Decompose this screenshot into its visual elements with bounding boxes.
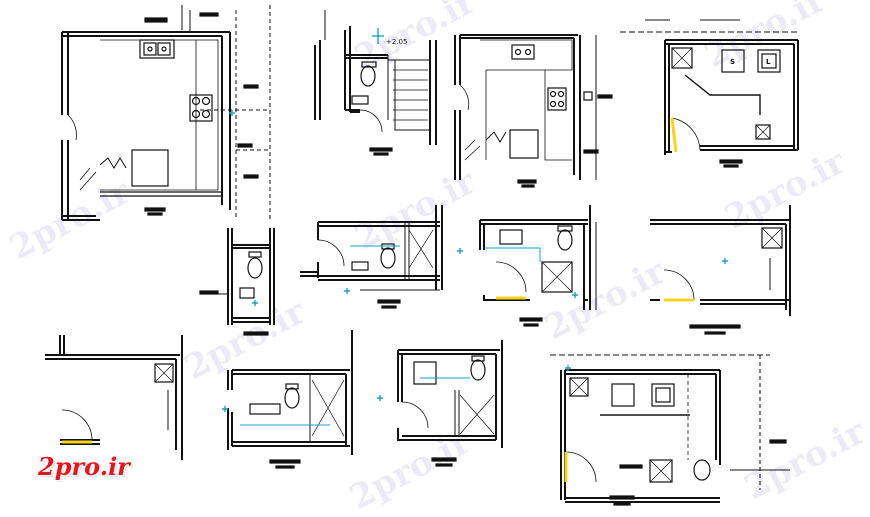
fixture-markers (222, 110, 728, 412)
bathroom-plan-1: S L (620, 19, 800, 168)
room-plan-empty-1 (650, 205, 791, 335)
toilet-plan-narrow (199, 228, 275, 336)
kitchen-plan-1 (61, 5, 271, 221)
toilet-stair-plan: +2.05 (314, 10, 437, 156)
site-logo: 2pro.ir (38, 452, 130, 481)
wc-shower-plan (300, 205, 443, 309)
wc-plan-centre (397, 340, 503, 467)
bathroom-plan-2 (479, 205, 597, 327)
bathroom-plan-large (550, 354, 790, 506)
level-annotation: +2.05 (386, 38, 407, 46)
wc-plan-bottom (227, 330, 353, 469)
kitchen-plan-2 (454, 34, 613, 188)
lavatory-tag: L (766, 58, 771, 66)
room-plan-empty-2 (45, 335, 183, 460)
shower-tag: S (730, 58, 735, 66)
